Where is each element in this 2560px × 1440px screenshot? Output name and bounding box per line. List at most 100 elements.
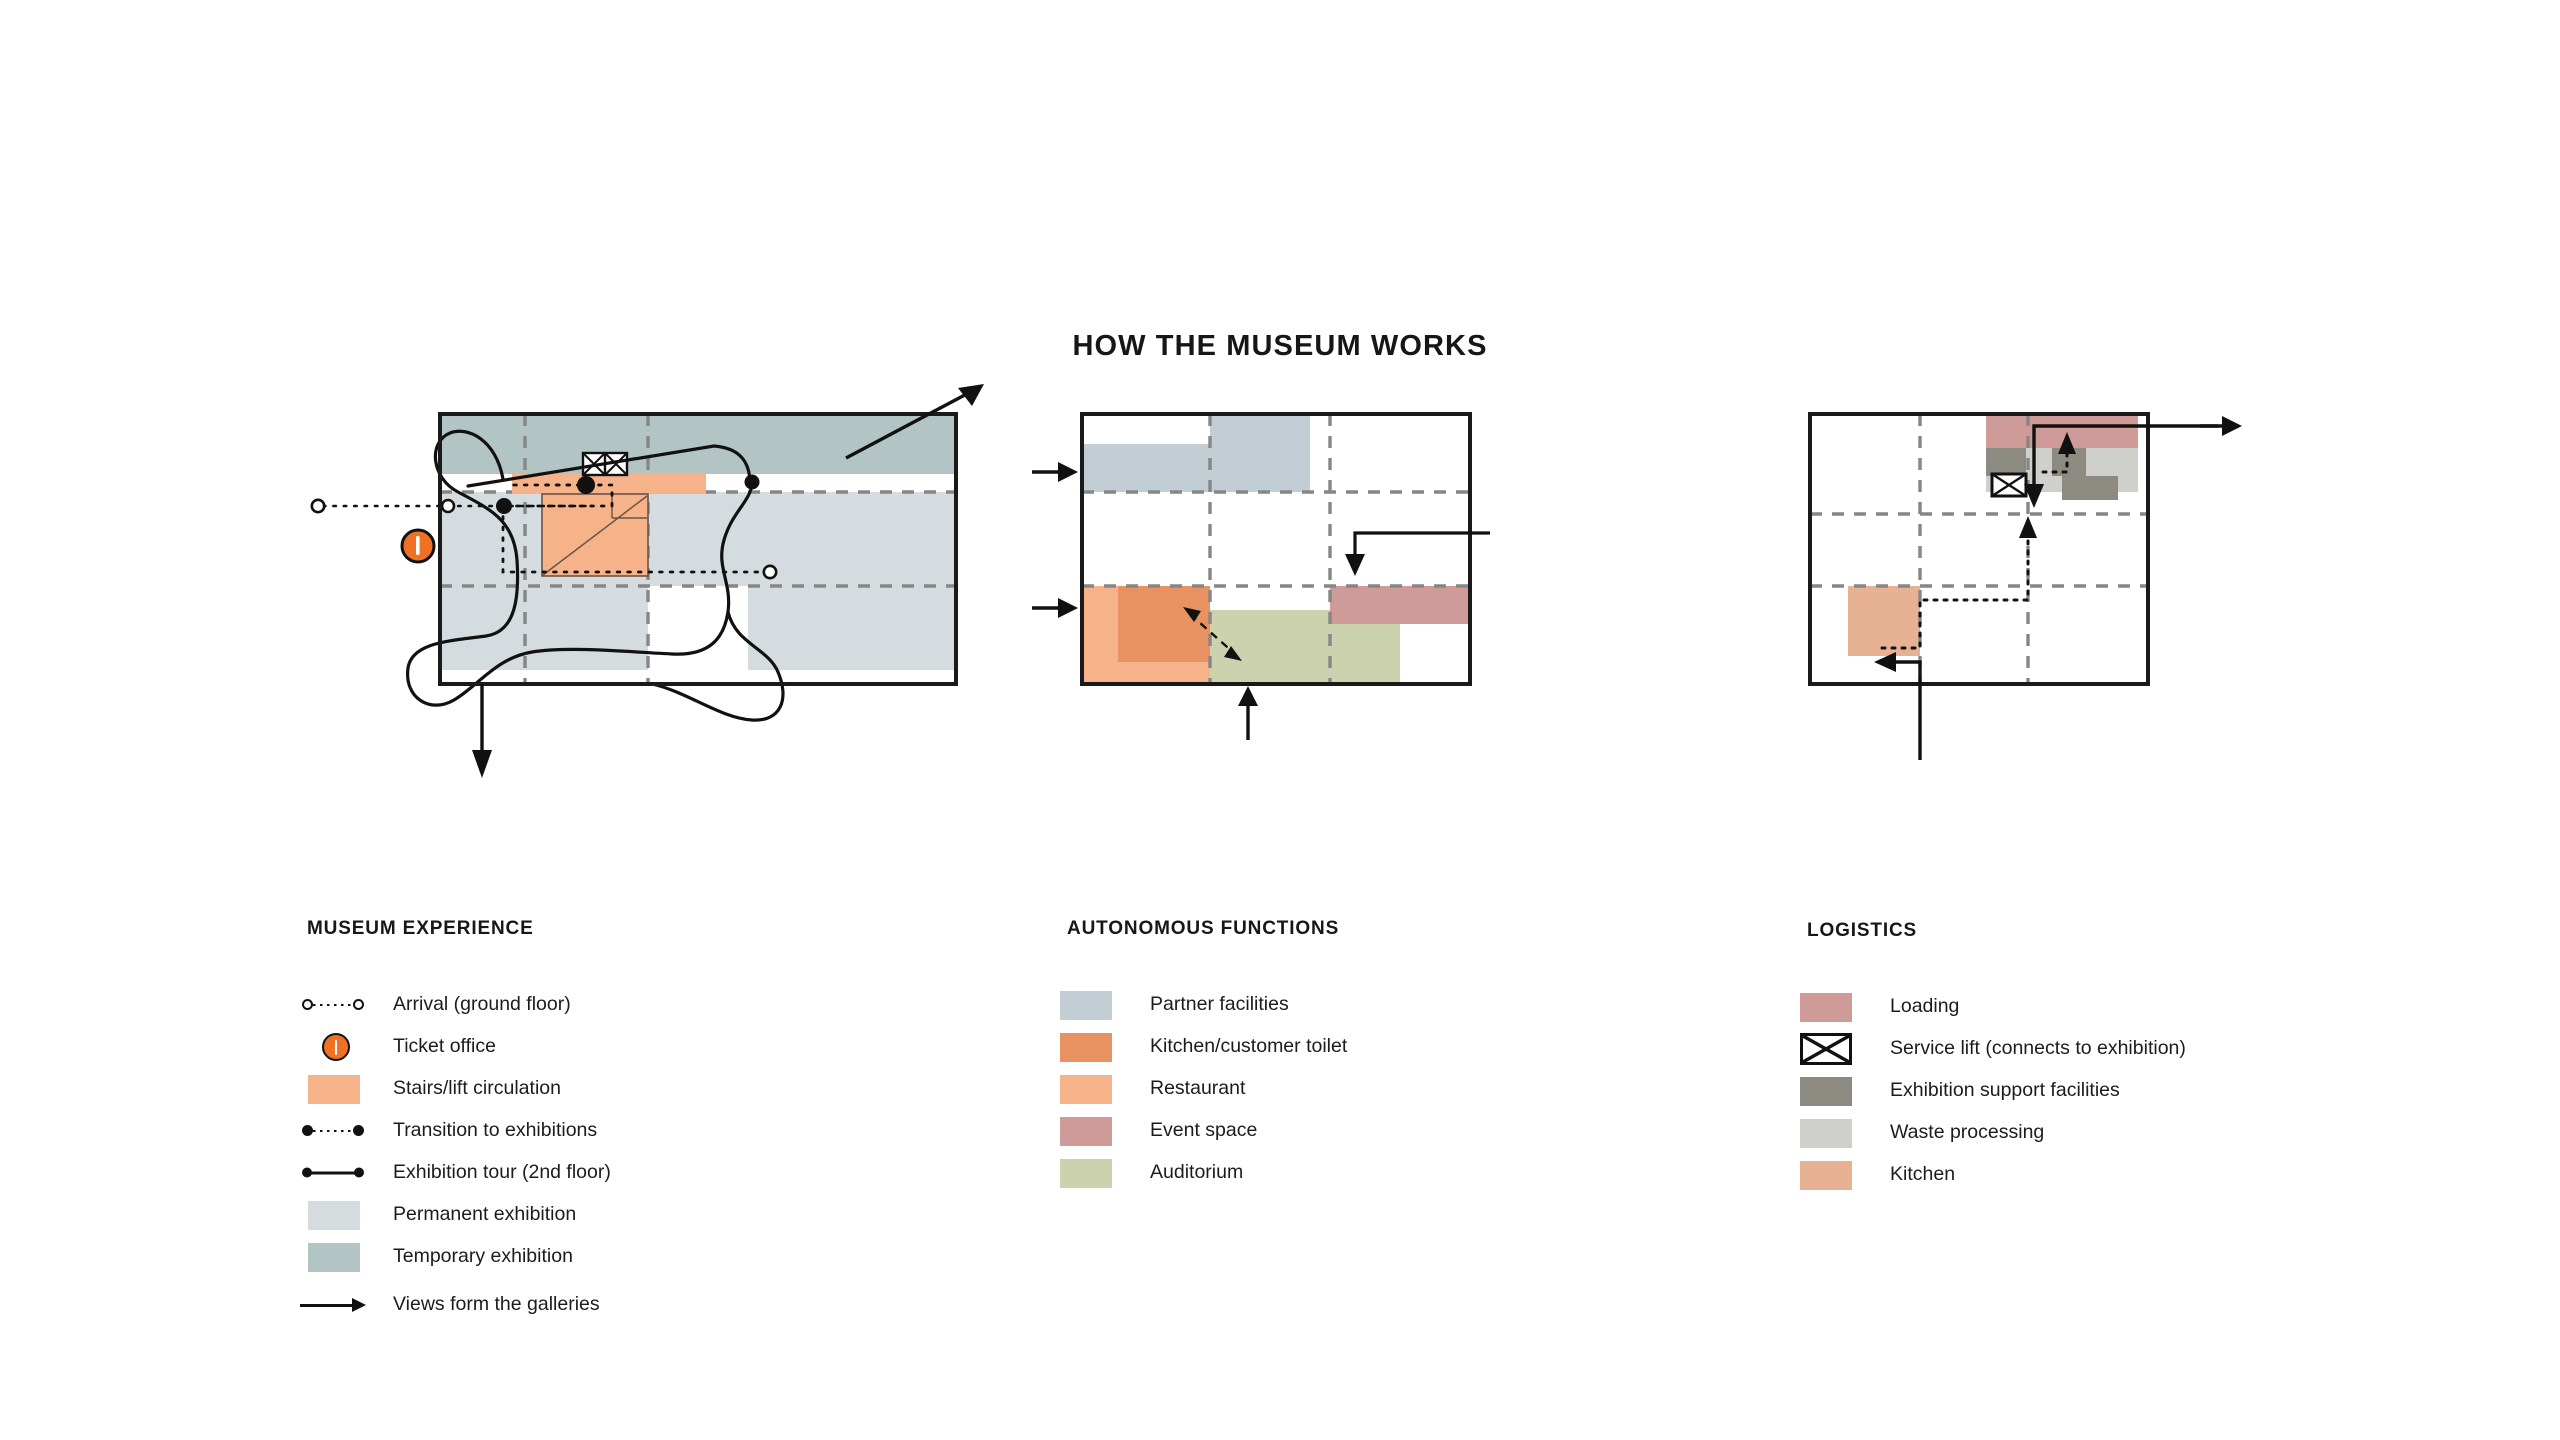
event-access-hook (1345, 531, 1490, 576)
permanent-exhibition-swatch (300, 1194, 378, 1236)
kitchen-delivery-arrow (1874, 652, 1922, 760)
legend-item-waste-processing: Waste processing (1800, 1112, 2560, 1154)
kitchen-customer-toilet-swatch (1060, 1026, 1138, 1068)
kitchen-customer-toilet-block (1118, 586, 1210, 662)
legend-label: Event space (1150, 1119, 1258, 1142)
kitchen-auditorium-link (1183, 607, 1242, 661)
panel-logistics: LOGISTICS Loading Service lift (conn (1800, 0, 2560, 1440)
legend-title: AUTONOMOUS FUNCTIONS (1067, 918, 1340, 939)
legend-item-kitchen-customer-toilet: Kitchen/customer toilet (1060, 1026, 1860, 1068)
legend-item-restaurant: Restaurant (1060, 1068, 1860, 1110)
legend-item-partner-facilities: Partner facilities (1060, 984, 1860, 1026)
stairs-lift-circulation (512, 474, 706, 577)
legend-item-temporary-exhibition: Temporary exhibition (300, 1236, 1100, 1278)
legend-item-auditorium: Auditorium (1060, 1152, 1860, 1194)
legend-item-views: Views form the galleries (300, 1284, 1100, 1326)
legend-item-loading: Loading (1800, 986, 2560, 1028)
waste-processing-swatch (1800, 1112, 1878, 1154)
legend-label: Ticket office (393, 1035, 496, 1058)
arrival-route (310, 498, 592, 514)
arrival-marker-entry (440, 498, 456, 514)
legend-item-event-space: Event space (1060, 1110, 1860, 1152)
loading-swatch (1800, 986, 1878, 1028)
legend-label: Permanent exhibition (393, 1203, 577, 1226)
event-space-block (1330, 586, 1470, 624)
stair-diagonal (542, 495, 648, 576)
transition-dot-upper (577, 476, 595, 494)
auditorium-swatch (1060, 1152, 1138, 1194)
autonomous-functions-plan (1032, 400, 1860, 830)
transition-to-exhibitions (496, 476, 778, 580)
ticket-office-marker (400, 528, 436, 564)
service-lift-icon (1800, 1028, 1878, 1070)
legend-item-exhibition-support: Exhibition support facilities (1800, 1070, 2560, 1112)
legend-item-kitchen: Kitchen (1800, 1154, 2560, 1196)
restaurant-swatch (1060, 1068, 1138, 1110)
temporary-exhibition-swatch (300, 1236, 378, 1278)
view-arrow-icon (300, 1284, 378, 1326)
legend-label: Stairs/lift circulation (393, 1077, 561, 1100)
panel-autonomous-functions: AUTONOMOUS FUNCTIONS Partner facilities … (1032, 0, 1860, 1440)
legend-item-permanent-exhibition: Permanent exhibition (300, 1194, 1100, 1236)
panel-museum-experience: MUSEUM EXPERIENCE Arrival (ground floor)… (300, 0, 1100, 1440)
legend-label: Loading (1890, 995, 1960, 1018)
legend-label: Kitchen (1890, 1163, 1956, 1186)
building-outline (1080, 412, 1472, 686)
arrival-marker-outer (310, 498, 326, 514)
event-space-swatch (1060, 1110, 1138, 1152)
loading-route (2024, 416, 2242, 508)
building-outline (438, 412, 958, 686)
legend-label: Views form the galleries (393, 1293, 600, 1316)
legend-label: Exhibition support facilities (1890, 1079, 2120, 1102)
kitchen-swatch (1800, 1154, 1878, 1196)
legend-logistics: LOGISTICS Loading Service lift (conn (1800, 920, 2560, 1196)
stairs-lift-swatch (300, 1068, 378, 1110)
exhibition-tour-path-tail (650, 610, 785, 722)
building-outline (1808, 412, 2150, 686)
floor-fills (440, 414, 956, 684)
legend-label: Kitchen/customer toilet (1150, 1035, 1348, 1058)
partner-facilities-lower (1082, 444, 1310, 492)
service-connection-upper (2041, 432, 2076, 474)
legend-item-transition: Transition to exhibitions (300, 1110, 1100, 1152)
exhibition-support-left (1986, 448, 2026, 476)
page-title: HOW THE MUSEUM WORKS (1072, 330, 1488, 362)
legend-item-service-lift: Service lift (connects to exhibition) (1800, 1028, 2560, 1070)
legend-title: MUSEUM EXPERIENCE (307, 918, 534, 939)
access-arrows (1032, 462, 1258, 740)
legend-item-ticket-office: Ticket office (300, 1026, 1100, 1068)
legend-label: Auditorium (1150, 1161, 1244, 1184)
legend-label: Temporary exhibition (393, 1245, 573, 1268)
loading-bay (1986, 414, 2138, 448)
plan-void-a (648, 586, 748, 684)
legend-label: Transition to exhibitions (393, 1119, 598, 1142)
legend-label: Exhibition tour (2nd floor) (393, 1161, 611, 1184)
exhibition-support-right (2062, 476, 2118, 500)
planning-grid (1810, 414, 2148, 684)
service-lift-icon (1990, 472, 2028, 498)
planning-grid (1082, 414, 1470, 684)
view-arrows (472, 384, 984, 778)
legend-autonomous-functions: AUTONOMOUS FUNCTIONS Partner facilities … (1060, 918, 1860, 1194)
legend-label: Waste processing (1890, 1121, 2045, 1144)
legend-item-stairs-lift: Stairs/lift circulation (300, 1068, 1100, 1110)
temporary-exhibition-band (440, 414, 956, 474)
exhibition-support-swatch (1800, 1070, 1878, 1112)
legend-label: Arrival (ground floor) (393, 993, 571, 1016)
logistics-fills (1848, 414, 2138, 656)
arrival-marker-exit (762, 564, 778, 580)
legend-title: LOGISTICS (1807, 920, 1918, 941)
arrival-symbol (300, 984, 378, 1026)
transition-symbol (300, 1110, 378, 1152)
logistics-plan (1800, 400, 2560, 830)
legend-label: Service lift (connects to exhibition) (1890, 1037, 2186, 1060)
tour-endpoint-dot (744, 474, 760, 490)
legend-label: Partner facilities (1150, 993, 1289, 1016)
museum-experience-plan (300, 384, 1100, 830)
ticket-office-icon (300, 1026, 378, 1068)
goods-route (1880, 516, 2037, 650)
legend-label: Restaurant (1150, 1077, 1246, 1100)
legend-item-exhibition-tour: Exhibition tour (2nd floor) (300, 1152, 1100, 1194)
kitchen-area (1848, 586, 1920, 656)
transition-dot-lower (496, 498, 512, 514)
